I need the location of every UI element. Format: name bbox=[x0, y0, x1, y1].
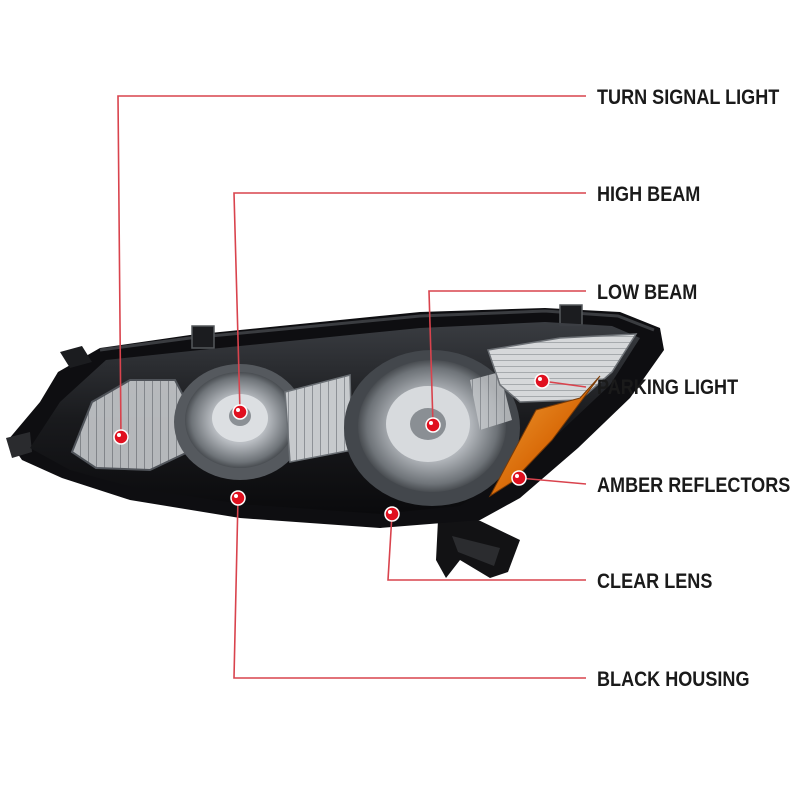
leader-clear-lens bbox=[387, 513, 586, 581]
leader-black-housing bbox=[233, 497, 586, 679]
dot-turn-signal-light bbox=[113, 429, 129, 445]
label-low-beam: LOW BEAM bbox=[597, 281, 698, 304]
dot-high-beam bbox=[232, 404, 248, 420]
leader-high-beam bbox=[233, 192, 586, 413]
callout-dots bbox=[113, 373, 550, 522]
dot-black-housing bbox=[230, 490, 246, 506]
leader-amber-reflectors bbox=[518, 477, 587, 485]
leader-low-beam bbox=[428, 290, 586, 426]
high-beam-unit bbox=[174, 364, 353, 480]
dot-parking-light bbox=[534, 373, 550, 389]
label-black-housing: BLACK HOUSING bbox=[597, 668, 750, 691]
label-turn-signal-light: TURN SIGNAL LIGHT bbox=[597, 86, 780, 109]
label-parking-light: PARKING LIGHT bbox=[597, 376, 739, 399]
dot-amber-reflectors bbox=[511, 470, 527, 486]
label-clear-lens: CLEAR LENS bbox=[597, 570, 713, 593]
leader-turn-signal-light bbox=[117, 95, 586, 438]
parking-light-unit bbox=[487, 333, 638, 403]
label-high-beam: HIGH BEAM bbox=[597, 183, 701, 206]
dot-low-beam bbox=[425, 417, 441, 433]
label-amber-reflectors: AMBER REFLECTORS bbox=[597, 474, 791, 497]
dot-clear-lens bbox=[384, 506, 400, 522]
amber-reflector-unit bbox=[488, 375, 601, 498]
leader-lines bbox=[117, 95, 587, 679]
mounting-bracket bbox=[436, 515, 520, 578]
